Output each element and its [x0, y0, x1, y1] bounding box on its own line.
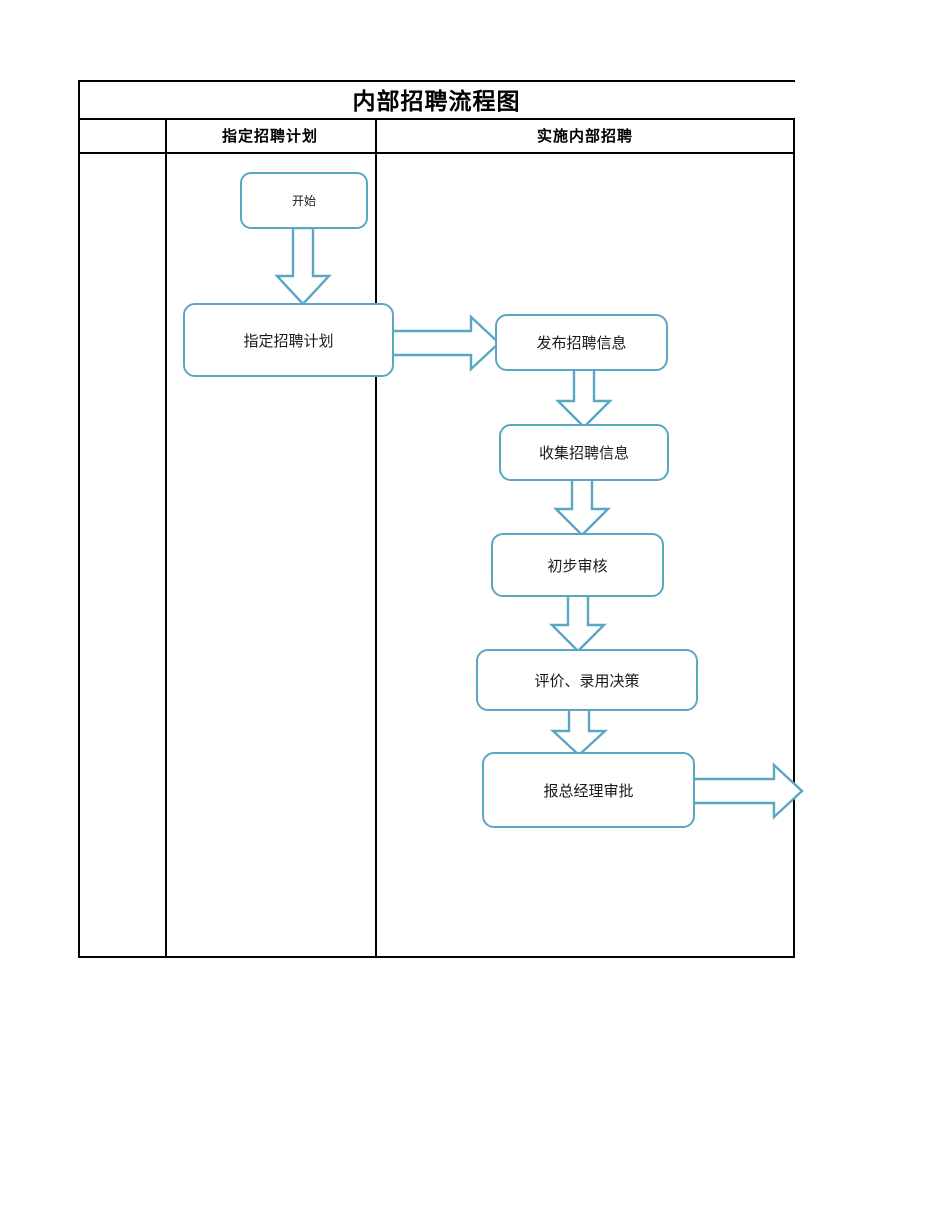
edge-collect-to-screen — [553, 477, 611, 537]
node-publish[interactable]: 发布招聘信息 — [495, 314, 668, 371]
edge-start-to-plan — [274, 226, 332, 306]
node-plan[interactable]: 指定招聘计划 — [183, 303, 394, 377]
column-header-plan: 指定招聘计划 — [221, 126, 318, 145]
edge-plan-to-publish — [387, 314, 501, 372]
column-header-exec: 实施内部招聘 — [536, 126, 633, 145]
edge-publish-to-collect — [555, 367, 613, 429]
edge-approve-to-exit — [688, 762, 804, 820]
node-screen[interactable]: 初步审核 — [491, 533, 664, 597]
edge-screen-to-decide — [549, 593, 607, 653]
table-border-left — [78, 80, 80, 958]
node-decide[interactable]: 评价、录用决策 — [476, 649, 698, 711]
table-border-right — [793, 118, 795, 958]
table-rule-header — [78, 152, 795, 154]
node-collect[interactable]: 收集招聘信息 — [499, 424, 669, 481]
table-divider-col1 — [165, 118, 167, 958]
table-border-bottom — [78, 956, 795, 958]
table-rule-title — [78, 118, 795, 120]
page-title: 内部招聘流程图 — [352, 88, 521, 115]
column-header-blank — [78, 118, 165, 152]
flowchart-table — [78, 80, 795, 958]
edge-decide-to-approve — [549, 707, 609, 757]
table-border-top — [78, 80, 795, 82]
node-approve[interactable]: 报总经理审批 — [482, 752, 695, 828]
node-start[interactable]: 开始 — [240, 172, 368, 229]
table-divider-col2 — [375, 118, 377, 958]
